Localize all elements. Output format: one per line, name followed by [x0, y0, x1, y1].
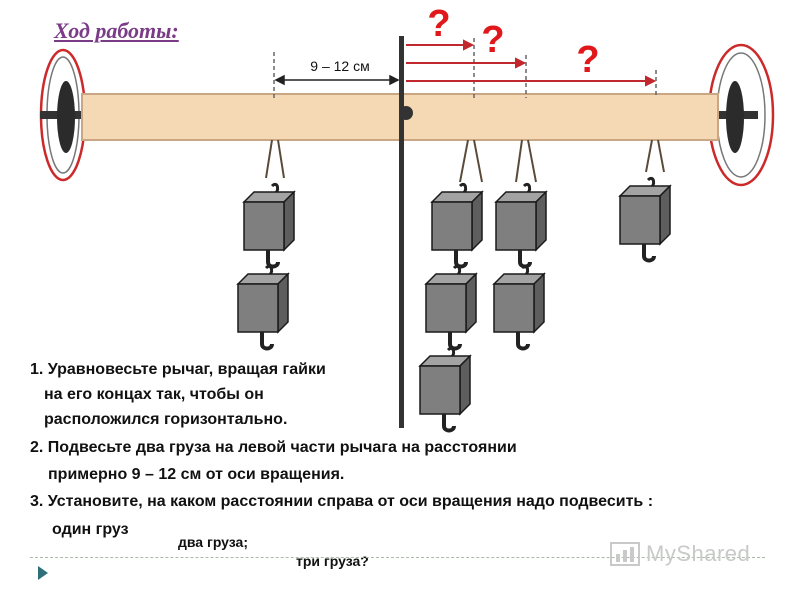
step-2-line-2: примерно 9 – 12 см от оси вращения.: [48, 466, 345, 483]
question-mark-2: ?: [481, 19, 504, 61]
weight-right-c1: [618, 176, 672, 263]
heading: Ход работы:: [54, 18, 179, 43]
weight-right-a2: [424, 264, 478, 351]
hanger-strings: [265, 139, 665, 183]
nav-triangle-icon[interactable]: [38, 566, 48, 580]
weight-left-2: [236, 264, 290, 351]
left-nut: [40, 81, 82, 153]
option-two-weights: два груза;: [178, 534, 249, 550]
step-2-line-1: 2. Подвесьте два груза на левой части ры…: [30, 439, 517, 456]
chart-logo-icon: [610, 542, 640, 566]
distance-arrow-2: [406, 57, 527, 69]
option-three-weights: три груза?: [296, 553, 369, 569]
step-1-line-1: 1. Уравновесьте рычаг, вращая гайки: [30, 361, 326, 378]
weight-right-b1: [494, 182, 548, 269]
step-3-line-1: 3. Установите, на каком расстоянии справ…: [30, 493, 654, 510]
distance-arrow-3: [406, 75, 657, 87]
pivot-point: [399, 106, 413, 120]
right-nut: [718, 81, 758, 153]
distance-arrow-1: [406, 39, 475, 51]
weight-right-b2: [492, 264, 546, 351]
weight-right-a1: [430, 182, 484, 269]
question-mark-3: ?: [576, 39, 599, 81]
question-mark-1: ?: [427, 3, 450, 45]
weight-left-1: [242, 182, 296, 269]
guide-lines: [273, 38, 657, 98]
dimension-arrow: [274, 74, 400, 86]
step-1-line-2: на его концах так, чтобы он: [44, 386, 264, 403]
footer-divider: [30, 557, 765, 558]
weight-right-a3: [418, 346, 472, 433]
step-1-line-3: расположился горизонтально.: [44, 411, 288, 428]
brand-watermark: MyShared: [610, 541, 750, 567]
rotation-axis: [399, 36, 404, 428]
dimension-label: 9 – 12 см: [310, 58, 369, 74]
brand-text: MyShared: [646, 541, 751, 566]
step-3-line-2: один груз: [52, 521, 129, 538]
